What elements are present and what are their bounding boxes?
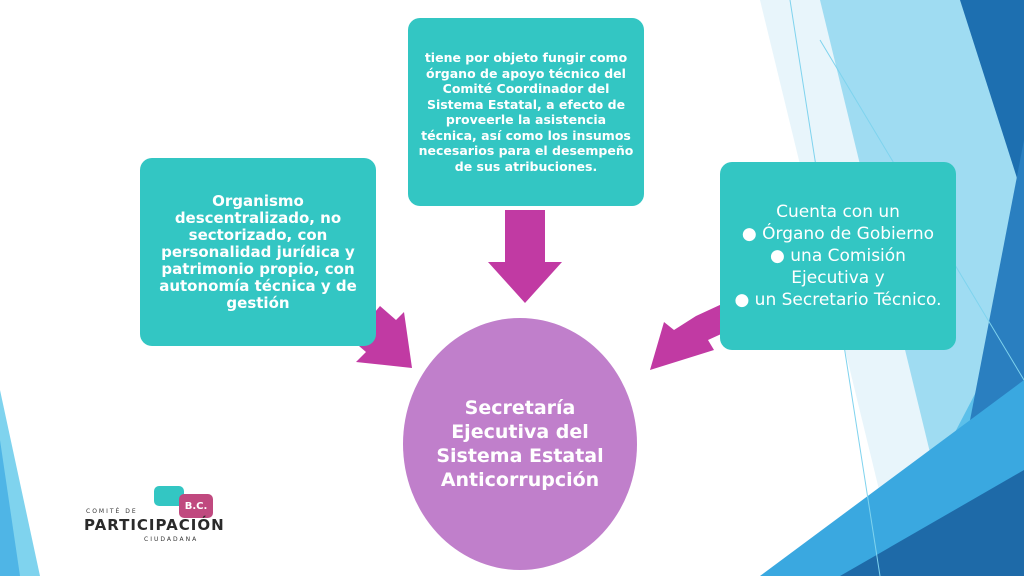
central-circle: Secretaría Ejecutiva del Sistema Estatal… (403, 318, 637, 570)
structure-intro: Cuenta con un (776, 202, 900, 222)
right-top-dark (960, 0, 1024, 200)
objective-box: tiene por objeto fungir como órgano de a… (408, 18, 644, 206)
badge-bubble: B.C. (179, 494, 213, 518)
logo-bottom-text: CIUDADANA (144, 536, 199, 543)
logo: B.C. COMITÉ DE PARTICIPACIÓN CIUDADANA (84, 486, 224, 552)
central-label: Secretaría Ejecutiva del Sistema Estatal… (436, 397, 604, 491)
structure-item-3: ● un Secretario Técnico. (734, 290, 942, 310)
bottom-left-triangle-dark (0, 440, 20, 576)
objective-text: tiene por objeto fungir como órgano de a… (418, 50, 634, 174)
badge-text: B.C. (184, 500, 208, 512)
structure-item-1: ● Órgano de Gobierno (741, 224, 935, 244)
chat-bubble-icon (154, 486, 184, 506)
legal-nature-box: Organismo descentralizado, no sectorizad… (140, 158, 376, 346)
structure-box: Cuenta con un ● Órgano de Gobierno ● una… (720, 162, 956, 350)
structure-item-2: ● una Comisión Ejecutiva y (770, 246, 906, 288)
legal-nature-text: Organismo descentralizado, no sectorizad… (159, 191, 357, 312)
logo-top-text: COMITÉ DE (86, 508, 138, 515)
logo-main-text: PARTICIPACIÓN (84, 516, 225, 534)
bottom-right-triangle-dark (840, 470, 1024, 576)
